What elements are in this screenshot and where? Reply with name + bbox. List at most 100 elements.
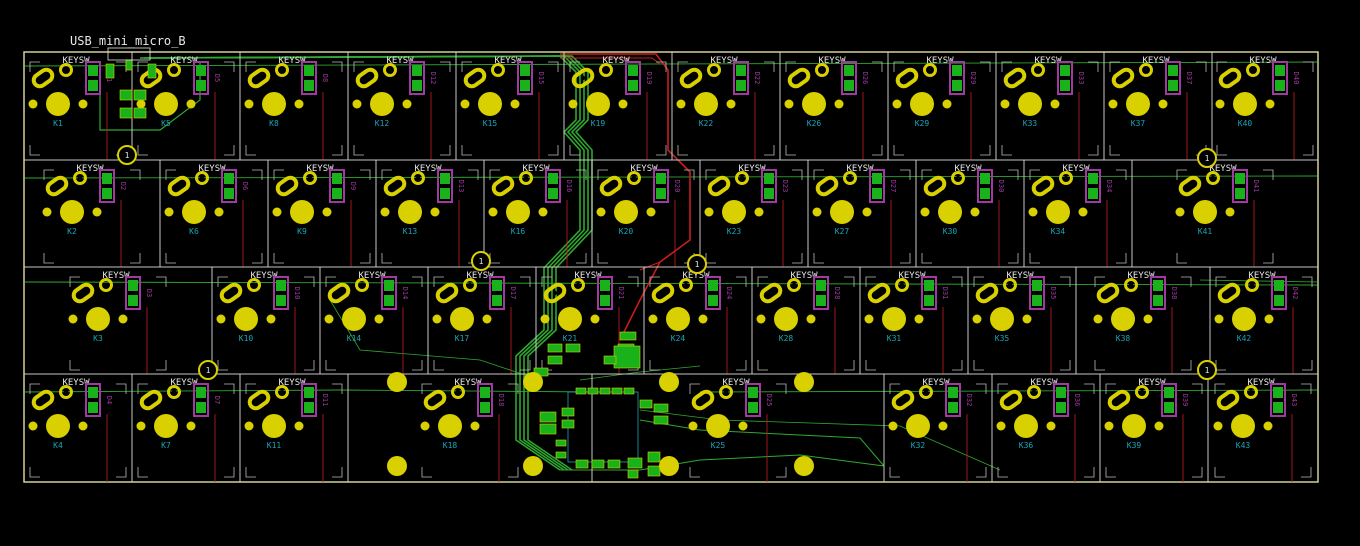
diode-ref: D15 [537,72,545,85]
switch-center-hole [1126,92,1150,116]
switch-peg [1000,99,1010,109]
switch-pin-1 [491,175,515,197]
switch-pin-1 [423,389,447,411]
switch-center-hole [154,414,178,438]
diode-outline [597,276,613,310]
diode-pad [1153,280,1163,291]
switch-center-hole [1111,307,1135,331]
stabilizer-hole [387,456,407,476]
diode-ref: D28 [833,287,841,300]
switch-pin-1 [247,67,271,89]
switch-pin-2 [1206,171,1220,185]
switch-center-hole [1232,307,1256,331]
switch-value-label: KEYSW [1248,271,1276,281]
diode-pad [102,173,112,184]
switch-ref-label: K32 [911,441,926,450]
switch-ref-label: K22 [699,119,714,128]
switch-center-hole [60,200,84,224]
switch-ref-label: K4 [53,441,63,450]
switch-ref-label: K28 [779,334,794,343]
switch-peg [618,99,628,109]
switch-value-label: KEYSW [1030,378,1058,388]
mounting-hole[interactable]: 1 [1197,360,1217,380]
switch-ref-label: K37 [1131,119,1146,128]
switch-center-hole [1233,92,1257,116]
switch-peg [352,99,362,109]
diode-pad [412,80,422,91]
switch-ref-label: K33 [1023,119,1038,128]
switch-pin-1 [1216,389,1240,411]
switch-peg [402,99,412,109]
diode-outline [193,61,209,95]
smd-component-pad [647,465,661,477]
switch-pin-1 [679,67,703,89]
smd-component-pad [653,415,669,425]
diode-pad [1273,402,1283,413]
smd-component-pad [539,423,557,435]
switch-pin-1 [895,67,919,89]
switch-peg [1263,421,1273,431]
diode-pad [384,280,394,291]
diode-pad [952,80,962,91]
switch-center-hole [86,307,110,331]
smd-component-pad [561,419,575,429]
switch-ref-label: K26 [807,119,822,128]
switch-ref-label: K25 [711,441,726,450]
usb-connector-pad [119,107,133,119]
switch-value-label: KEYSW [898,271,926,281]
switch-ref-label: K27 [835,227,850,236]
diode-pad [1164,402,1174,413]
mounting-hole[interactable]: 1 [687,254,707,274]
switch-center-hole [182,200,206,224]
diode-pad [492,280,502,291]
switch-peg [970,207,980,217]
diode-pad [1060,80,1070,91]
switch-peg [186,421,196,431]
diode-pad [872,188,882,199]
switch-pin-2 [719,385,733,399]
switch-ref-label: K17 [455,334,470,343]
diode-pad [924,295,934,306]
mounting-hole[interactable]: 1 [117,145,137,165]
switch-pin-2 [59,385,73,399]
mounting-hole[interactable]: 1 [198,360,218,380]
diode-pad [224,173,234,184]
smd-component-pad [539,411,557,423]
diode-pad [736,65,746,76]
mounting-hole[interactable]: 1 [1197,148,1217,168]
diode-pad [1275,65,1285,76]
switch-ref-label: K39 [1127,441,1142,450]
diode-pad [1153,295,1163,306]
usb-connector-pad [125,59,133,71]
mounting-hole[interactable]: 1 [471,251,491,271]
switch-center-hole [46,92,70,116]
diode-pad [1056,387,1066,398]
